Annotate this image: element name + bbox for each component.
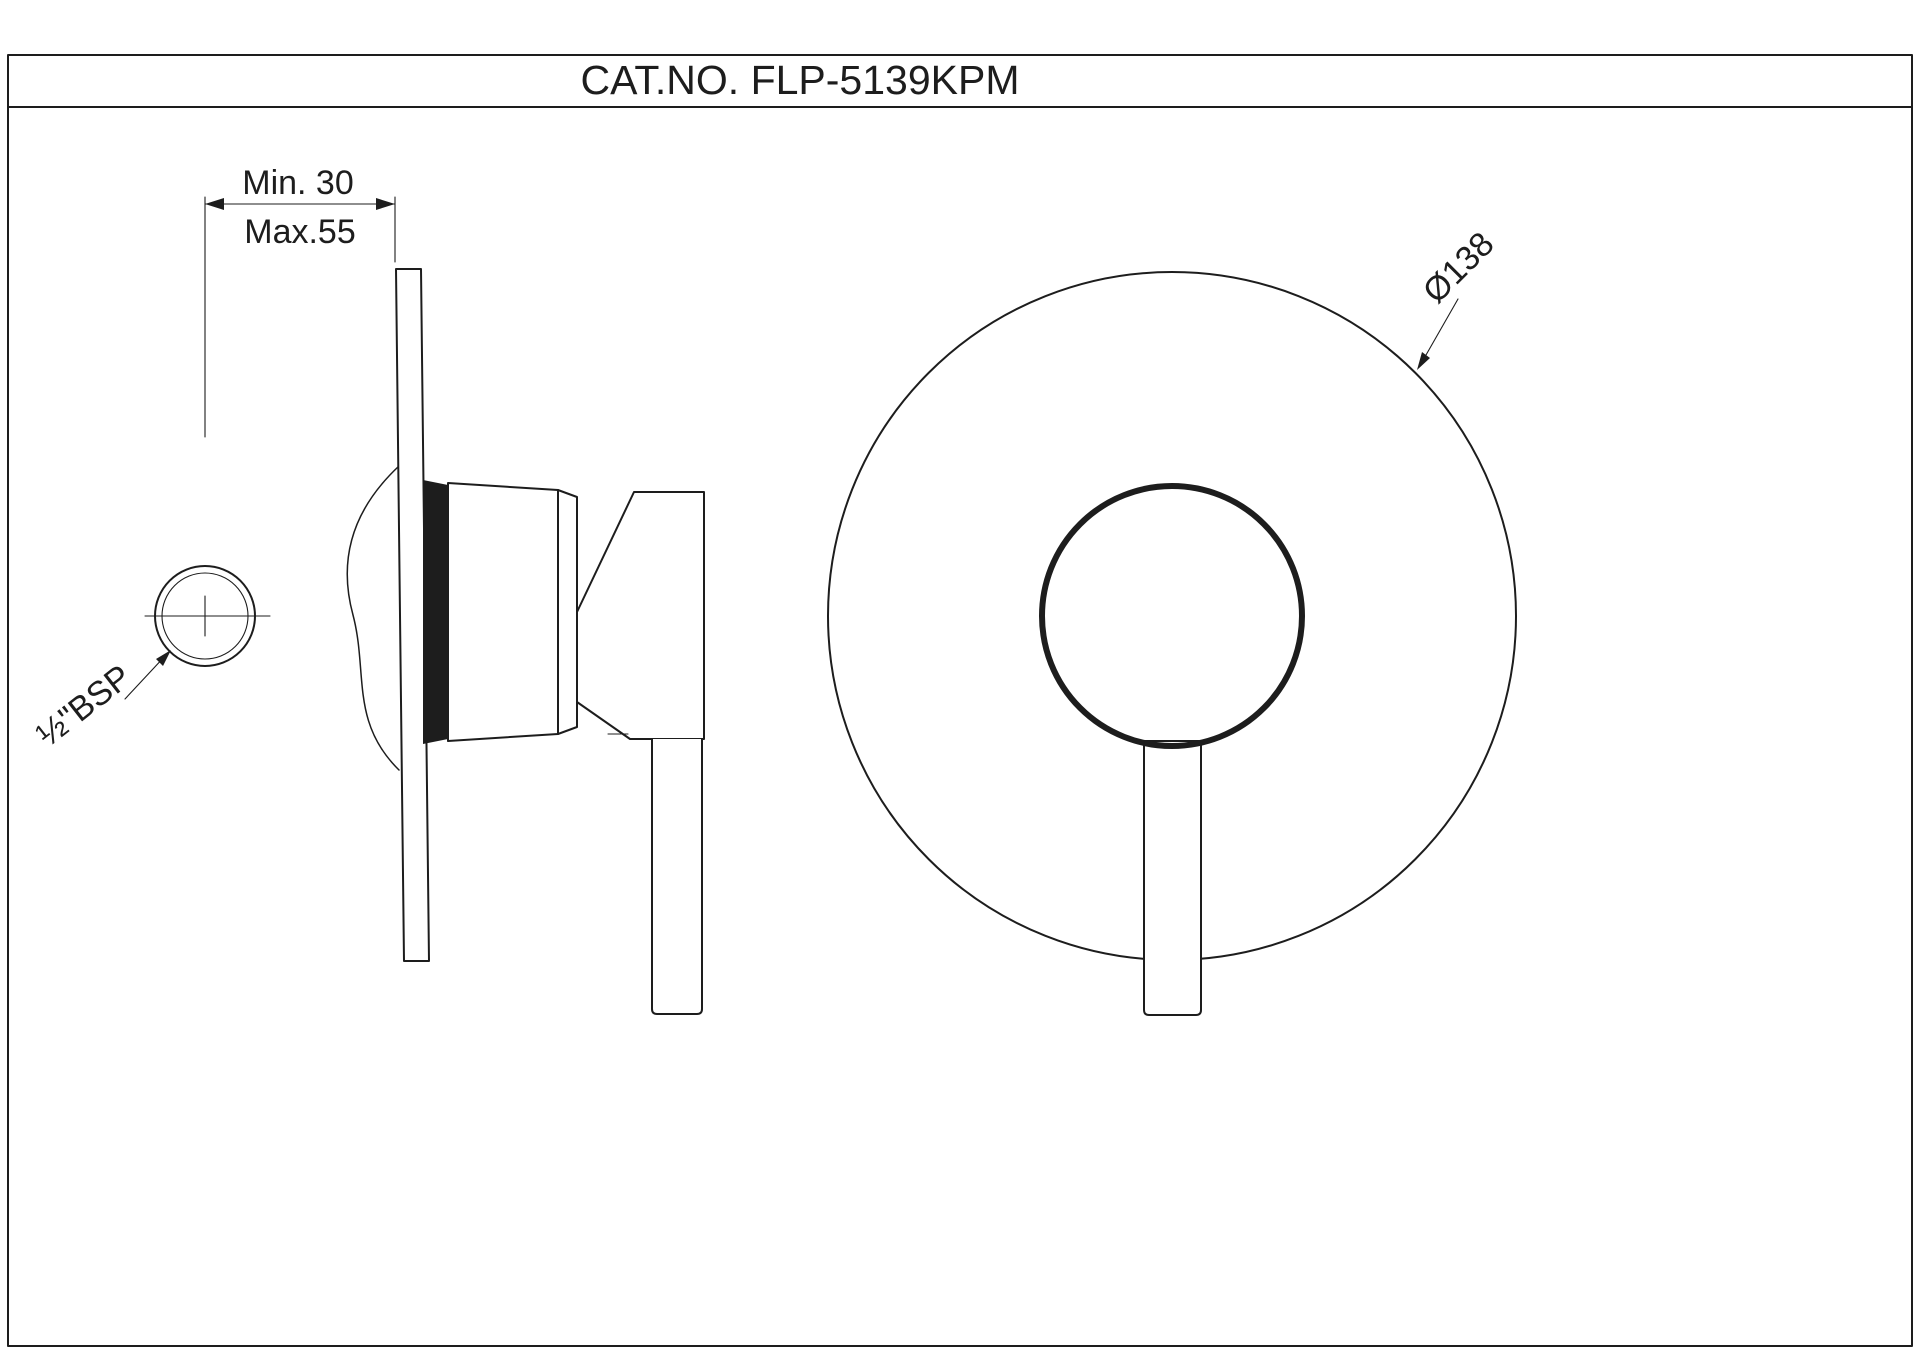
valve-body (447, 482, 559, 742)
wall-plate (395, 268, 430, 962)
handle-hub-circle (1039, 483, 1305, 749)
diameter-leader-arrow (1417, 352, 1430, 370)
dimension-min-label: Min. 30 (242, 164, 354, 202)
bsp-thread-label: ½"BSP (30, 658, 139, 755)
valve-seal (423, 480, 448, 744)
front-view: Ø138 (827, 225, 1517, 1016)
valve-step-ring (557, 489, 578, 735)
wall-break-line (346, 465, 400, 771)
lever-front (1143, 740, 1202, 1016)
bsp-leader-arrow (156, 650, 171, 666)
drawing-title: CAT.NO. FLP-5139KPM (581, 57, 1020, 103)
side-view: Min. 30 Max.55 ½"BSP (30, 164, 705, 1015)
inlet-circle-outer (154, 565, 256, 667)
drawing-frame (7, 54, 1913, 1347)
dimension-arrow-left (205, 198, 224, 210)
dimension-arrow-right (376, 198, 395, 210)
inlet-circle-inner (161, 572, 249, 660)
bsp-leader-line (124, 654, 167, 700)
handle-side (576, 491, 705, 740)
diameter-leader-line (1421, 298, 1459, 363)
dimension-max-label: Max.55 (244, 213, 356, 251)
lever-side (651, 738, 703, 1015)
diameter-label: Ø138 (1416, 225, 1502, 311)
